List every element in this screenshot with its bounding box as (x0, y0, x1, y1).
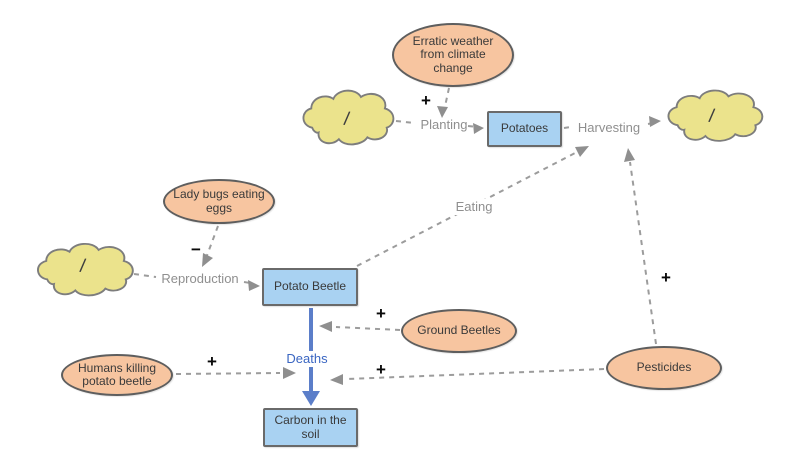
stock-label: Potato Beetle (273, 279, 347, 294)
flow-harvesting-arrowhead[interactable] (649, 116, 661, 127)
variable-label: Lady bugs eating eggs (173, 187, 265, 215)
variable-label: Ground Beetles (417, 323, 501, 338)
variable-pesticides[interactable]: Pesticides (606, 346, 722, 390)
stock-label: Potatoes (500, 121, 549, 136)
link-sign-pesticides-harvesting: + (661, 268, 671, 287)
link-arrowhead[interactable] (319, 321, 332, 332)
variable-label: Erratic weather from climate change (412, 33, 494, 75)
stock-label: Carbon in the soil (274, 412, 347, 441)
link-line[interactable] (629, 161, 657, 345)
flow-deaths-arrowhead[interactable] (302, 391, 320, 406)
flow-harvesting-connector[interactable] (563, 116, 661, 129)
variable-ladybugs[interactable]: Lady bugs eating eggs (163, 179, 275, 224)
link-pesticides-deaths[interactable] (330, 368, 605, 385)
link-arrowhead[interactable] (624, 148, 635, 162)
flow-harvesting-line[interactable] (563, 126, 572, 129)
flow-reproduction-line[interactable] (133, 273, 157, 278)
cloud-reproduction-source[interactable] (36, 242, 134, 297)
link-line[interactable] (335, 326, 401, 331)
link-arrowhead[interactable] (283, 367, 296, 379)
cloud-harvesting-sink[interactable] (667, 89, 764, 142)
link-arrowhead[interactable] (437, 106, 448, 118)
flow-label-planting[interactable]: Planting (420, 117, 468, 132)
link-sign-groundbeetles-deaths: + (376, 304, 386, 323)
link-ladybugs-reproduction[interactable] (202, 225, 219, 267)
flow-reproduction-arrowhead[interactable] (248, 280, 260, 291)
flow-reproduction-connector[interactable] (133, 273, 260, 291)
cloud-icon[interactable] (667, 89, 764, 142)
link-arrowhead[interactable] (202, 253, 213, 267)
link-humans-deaths[interactable] (175, 367, 296, 379)
flow-label-reproduction[interactable]: Reproduction (161, 271, 239, 286)
link-arrowhead[interactable] (330, 374, 343, 385)
flow-planting-connector[interactable] (395, 120, 484, 134)
link-erratic-weather-planting[interactable] (437, 87, 450, 118)
flow-reproduction-line[interactable] (243, 281, 251, 284)
flow-planting-line[interactable] (467, 125, 478, 128)
stock-potato-beetle[interactable]: Potato Beetle (262, 268, 358, 306)
link-line[interactable] (443, 87, 450, 112)
variable-humans-killing[interactable]: Humans killing potato beetle (61, 354, 173, 396)
link-line[interactable] (205, 225, 219, 259)
variable-label: Humans killing potato beetle (77, 360, 157, 388)
flow-planting-arrowhead[interactable] (473, 123, 484, 134)
cloud-icon[interactable] (36, 242, 134, 297)
variable-ground-beetles[interactable]: Ground Beetles (401, 309, 517, 353)
link-line[interactable] (346, 368, 605, 380)
link-pesticides-harvesting[interactable] (624, 148, 657, 345)
variable-label: Pesticides (636, 360, 692, 375)
link-line[interactable] (175, 372, 281, 375)
flow-planting-line[interactable] (395, 120, 415, 124)
link-label-eating[interactable]: Eating (449, 199, 499, 215)
flow-label-deaths[interactable]: Deaths (283, 351, 331, 367)
stock-potatoes[interactable]: Potatoes (487, 111, 562, 147)
stock-carbon-in-soil[interactable]: Carbon in the soil (263, 408, 358, 447)
flow-label-harvesting[interactable]: Harvesting (577, 120, 641, 135)
link-sign-pesticides-deaths: + (376, 360, 386, 379)
link-groundbeetles-deaths[interactable] (319, 321, 401, 332)
variable-erratic-weather[interactable]: Erratic weather from climate change (392, 23, 514, 87)
link-sign-ladybugs-reproduction: − (191, 240, 201, 259)
link-sign-erratic-planting: + (421, 91, 431, 110)
link-arrowhead[interactable] (575, 146, 589, 157)
link-sign-humans-deaths: + (207, 352, 217, 371)
